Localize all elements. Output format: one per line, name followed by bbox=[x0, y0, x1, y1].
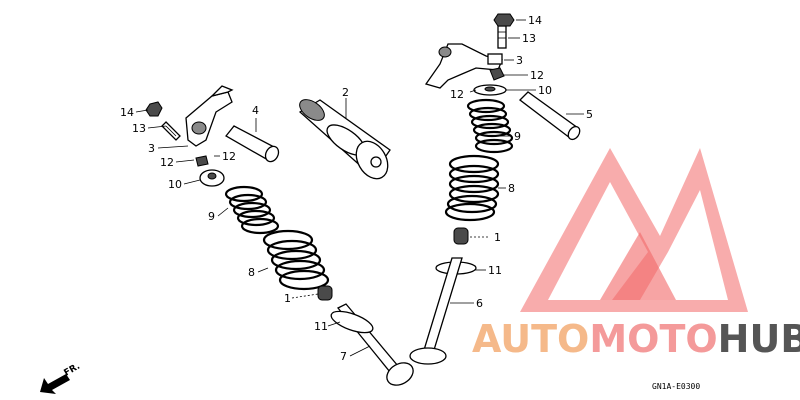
watermark-auto: AUTO bbox=[472, 317, 589, 361]
callout-11-left: 11 bbox=[314, 320, 328, 333]
callout-12-left-a: 12 bbox=[222, 150, 236, 163]
camshaft bbox=[298, 99, 391, 180]
outer-spring-left bbox=[262, 229, 330, 291]
watermark-logo-icon bbox=[520, 148, 748, 312]
nut-right bbox=[489, 67, 505, 81]
rocker-shaft-right bbox=[519, 91, 581, 141]
callout-14-left: 14 bbox=[120, 106, 134, 119]
retainer-right bbox=[473, 84, 507, 96]
svg-text:AUTOMOTOHUB: AUTOMOTOHUB bbox=[472, 317, 800, 361]
callout-14-right: 14 bbox=[528, 14, 542, 27]
callout-1-left: 1 bbox=[284, 292, 291, 305]
valve-left bbox=[330, 303, 414, 386]
callout-8-left: 8 bbox=[248, 266, 255, 279]
retainer-left bbox=[195, 155, 225, 187]
rocker-arm-right bbox=[424, 43, 503, 89]
callout-1-right: 1 bbox=[494, 231, 501, 244]
watermark-moto: MOTO bbox=[589, 317, 717, 361]
callout-4: 4 bbox=[252, 104, 259, 117]
callout-13-right: 13 bbox=[522, 32, 536, 45]
callout-12-right-a: 12 bbox=[530, 69, 544, 82]
callout-11-right: 11 bbox=[488, 264, 502, 277]
lock-nut-left bbox=[145, 101, 163, 117]
watermark-text: AUTOMOTOHUB bbox=[472, 317, 800, 361]
callout-10-left: 10 bbox=[168, 178, 182, 191]
watermark-hub: HUB bbox=[718, 317, 800, 361]
callout-3-right: 3 bbox=[516, 54, 523, 67]
front-direction-arrow-icon: FR. bbox=[40, 362, 82, 394]
rocker-arm-left bbox=[185, 85, 234, 147]
callout-2: 2 bbox=[342, 86, 349, 99]
callout-12-right-b: 12 bbox=[450, 88, 464, 101]
callout-labels: 14 13 3 12 12 10 9 8 1 11 7 4 2 14 13 3 … bbox=[120, 14, 593, 363]
callout-9-right: 9 bbox=[514, 130, 521, 143]
diagram-code: GN1A-E0300 bbox=[652, 382, 700, 391]
outer-spring-right bbox=[444, 154, 500, 222]
callout-8-right: 8 bbox=[508, 182, 515, 195]
stem-seal-right bbox=[453, 227, 469, 245]
callout-7: 7 bbox=[340, 350, 347, 363]
callout-10-right: 10 bbox=[538, 84, 552, 97]
adjuster-screw-right bbox=[497, 25, 507, 49]
callout-13-left: 13 bbox=[132, 122, 146, 135]
valve-right bbox=[409, 257, 477, 365]
callout-12-left-b: 12 bbox=[160, 156, 174, 169]
rocker-shaft-left bbox=[225, 125, 280, 163]
direction-label: FR. bbox=[63, 362, 82, 379]
leader-lines bbox=[135, 19, 584, 357]
inner-spring-left bbox=[224, 185, 280, 235]
callout-9-left: 9 bbox=[208, 210, 215, 223]
callout-5: 5 bbox=[586, 108, 593, 121]
inner-spring-right bbox=[466, 98, 514, 154]
lock-nut-right bbox=[493, 13, 515, 27]
adjuster-screw-left bbox=[161, 121, 181, 141]
stem-seal-left bbox=[317, 285, 333, 301]
callout-3-left: 3 bbox=[148, 142, 155, 155]
callout-6: 6 bbox=[476, 297, 483, 310]
